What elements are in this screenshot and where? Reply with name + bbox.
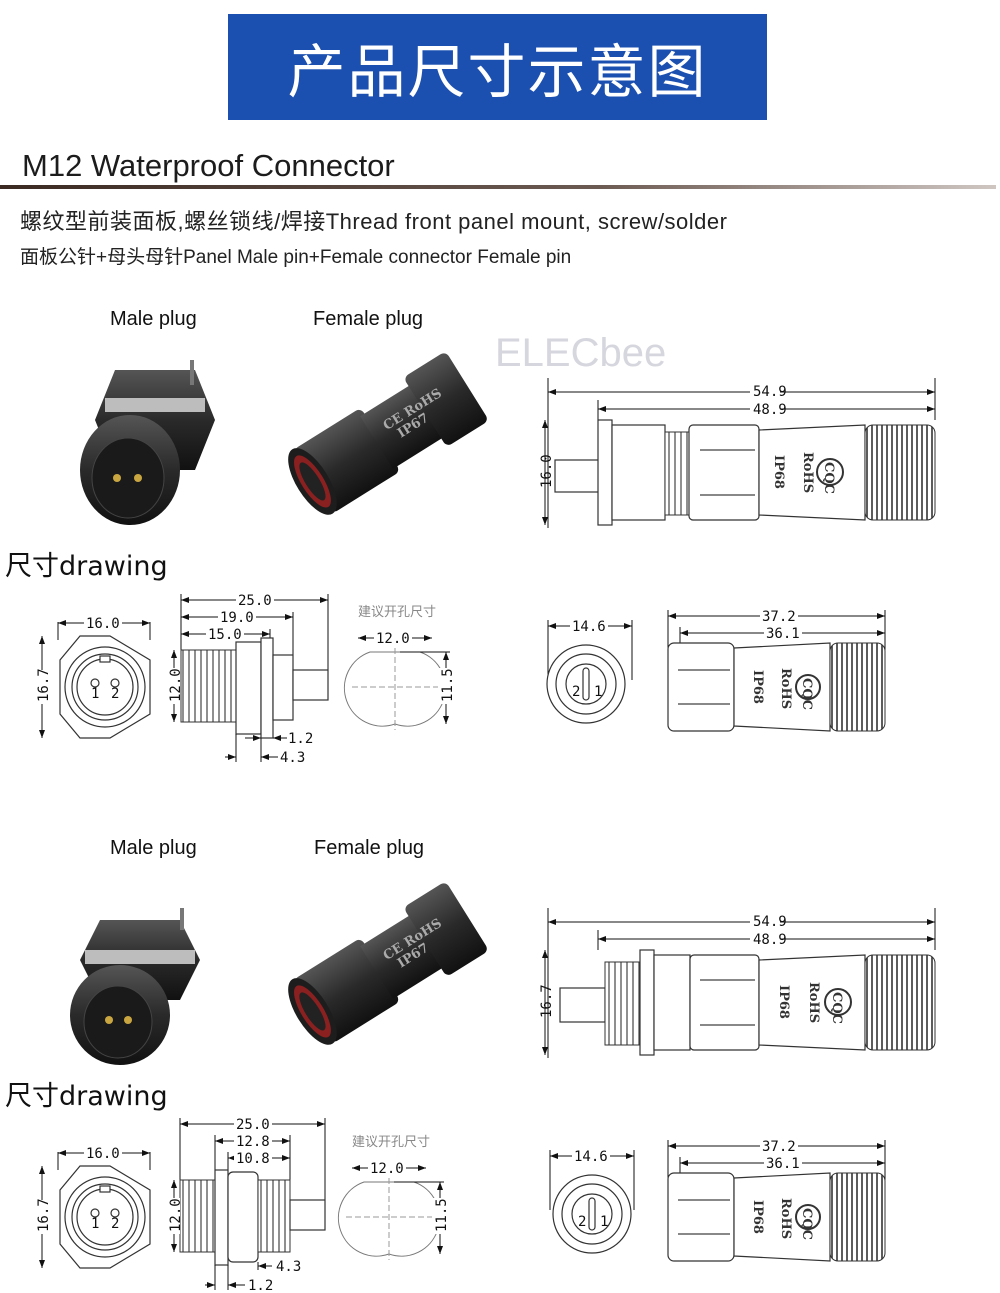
description-line-1: 螺纹型前装面板,螺丝锁线/焊接Thread front panel mount,… <box>20 209 728 234</box>
female-plug-label: Female plug <box>313 308 423 330</box>
female-front-width: 14.6 <box>572 619 606 635</box>
dim-overall: 54.9 <box>753 384 787 400</box>
panel-cutout-view: 建议开孔尺寸 12.0 11.5 <box>337 1135 450 1260</box>
cutout-caption: 建议开孔尺寸 <box>358 605 436 620</box>
title-divider <box>0 185 996 189</box>
cutout-height: 11.5 <box>434 1198 450 1232</box>
female-front-width: 14.6 <box>574 1149 608 1165</box>
female-side-view: 37.2 36.1 CQC RoHS IP68 <box>667 1139 886 1262</box>
dim-side-d1: 19.0 <box>220 610 254 626</box>
dim-front-width: 16.0 <box>86 616 120 632</box>
pin-1-label: 1 <box>91 1216 99 1232</box>
cutout-caption: 建议开孔尺寸 <box>352 1135 430 1150</box>
female-side-marking-rohs: RoHS <box>778 1198 793 1239</box>
male-plug-label: Male plug <box>110 837 197 859</box>
assembly-drawing: 54.9 48.9 16.7 CQC RoHS IP68 <box>539 908 936 1058</box>
dim-overall: 54.9 <box>753 914 787 930</box>
page-title: M12 Waterproof Connector <box>22 148 395 183</box>
dim-side-d2: 15.0 <box>208 627 242 643</box>
female-plug-label: Female plug <box>314 837 424 859</box>
watermark: ELECbee <box>495 331 666 375</box>
assembly-marking-ip: IP68 <box>771 455 786 489</box>
assembly-marking-rohs: RoHS <box>806 982 821 1023</box>
dim-side-total: 25.0 <box>236 1117 270 1133</box>
female-plug-photo: CE RoHS IP67 <box>288 883 487 1045</box>
female-side-marking-ip: IP68 <box>750 670 765 704</box>
female-plug-photo: CE RoHS IP67 <box>288 353 487 515</box>
female-front-view: 14.6 2 1 <box>549 1149 635 1254</box>
dim-body: 48.9 <box>753 402 787 418</box>
section-1: Male plug Female plug CE RoHS IP67 ELECb… <box>5 308 936 766</box>
description-line-2: 面板公针+母头母针Panel Male pin+Female connector… <box>20 247 572 268</box>
female-side-overall: 37.2 <box>762 609 796 625</box>
male-side-view: 25.0 19.0 15.0 12.0 1.2 4.3 <box>166 593 329 766</box>
female-side-overall: 37.2 <box>762 1139 796 1155</box>
male-side-view: 25.0 12.8 10.8 12.0 4.3 1.2 <box>166 1117 326 1293</box>
drawing-label: 尺寸drawing <box>5 551 168 582</box>
section-2: Male plug Female plug CE RoHS IP67 54.9 … <box>5 837 936 1293</box>
male-front-view: 16.0 16.7 1 2 <box>34 616 151 739</box>
male-plug-label: Male plug <box>110 308 197 330</box>
female-side-marking-cqc: CQC <box>799 1208 814 1240</box>
assembly-marking-cqc: CQC <box>821 462 836 494</box>
female-side-body: 36.1 <box>766 626 800 642</box>
pin-2-label: 2 <box>111 686 119 702</box>
dim-small-1: 4.3 <box>276 1259 301 1275</box>
dim-front-height: 16.7 <box>36 1198 52 1232</box>
dim-height: 16.7 <box>539 984 555 1018</box>
dim-height: 16.0 <box>539 454 555 488</box>
banner-title: 产品尺寸示意图 <box>287 38 708 106</box>
cutout-width: 12.0 <box>370 1161 404 1177</box>
female-side-marking-ip: IP68 <box>750 1200 765 1234</box>
female-side-view: 37.2 36.1 CQC RoHS IP68 <box>667 609 886 732</box>
cutout-height: 11.5 <box>440 668 456 702</box>
female-front-view: 14.6 2 1 <box>546 619 633 724</box>
title-banner: 产品尺寸示意图 <box>228 14 767 120</box>
dim-side-d2: 10.8 <box>236 1151 270 1167</box>
pin-2-label: 2 <box>111 1216 119 1232</box>
cutout-width: 12.0 <box>376 631 410 647</box>
female-pin-1-label: 1 <box>600 1214 608 1230</box>
female-pin-2-label: 2 <box>578 1214 586 1230</box>
drawing-label: 尺寸drawing <box>5 1081 168 1112</box>
female-side-marking-cqc: CQC <box>799 678 814 710</box>
panel-cutout-view: 建议开孔尺寸 12.0 11.5 <box>343 605 456 730</box>
dim-side-total: 25.0 <box>238 593 272 609</box>
dim-front-height: 16.7 <box>36 668 52 702</box>
dim-front-width: 16.0 <box>86 1146 120 1162</box>
dim-thread: 12.0 <box>168 1198 184 1232</box>
pin-1-label: 1 <box>91 686 99 702</box>
female-side-marking-rohs: RoHS <box>778 668 793 709</box>
dim-body: 48.9 <box>753 932 787 948</box>
female-side-body: 36.1 <box>766 1156 800 1172</box>
male-plug-photo <box>80 360 215 525</box>
assembly-marking-rohs: RoHS <box>800 452 815 493</box>
dim-small-2: 1.2 <box>248 1278 273 1293</box>
dim-small-1: 1.2 <box>288 731 313 747</box>
male-front-view: 16.0 16.7 1 2 <box>34 1146 151 1269</box>
assembly-marking-cqc: CQC <box>829 992 844 1024</box>
assembly-marking-ip: IP68 <box>776 985 791 1019</box>
female-pin-2-label: 2 <box>572 684 580 700</box>
assembly-drawing: 54.9 48.9 16.0 CQC RoHS IP68 <box>539 378 936 528</box>
male-plug-photo <box>70 908 200 1065</box>
dim-thread: 12.0 <box>168 668 184 702</box>
female-pin-1-label: 1 <box>594 684 602 700</box>
dim-side-d1: 12.8 <box>236 1134 270 1150</box>
dim-small-2: 4.3 <box>280 750 305 766</box>
